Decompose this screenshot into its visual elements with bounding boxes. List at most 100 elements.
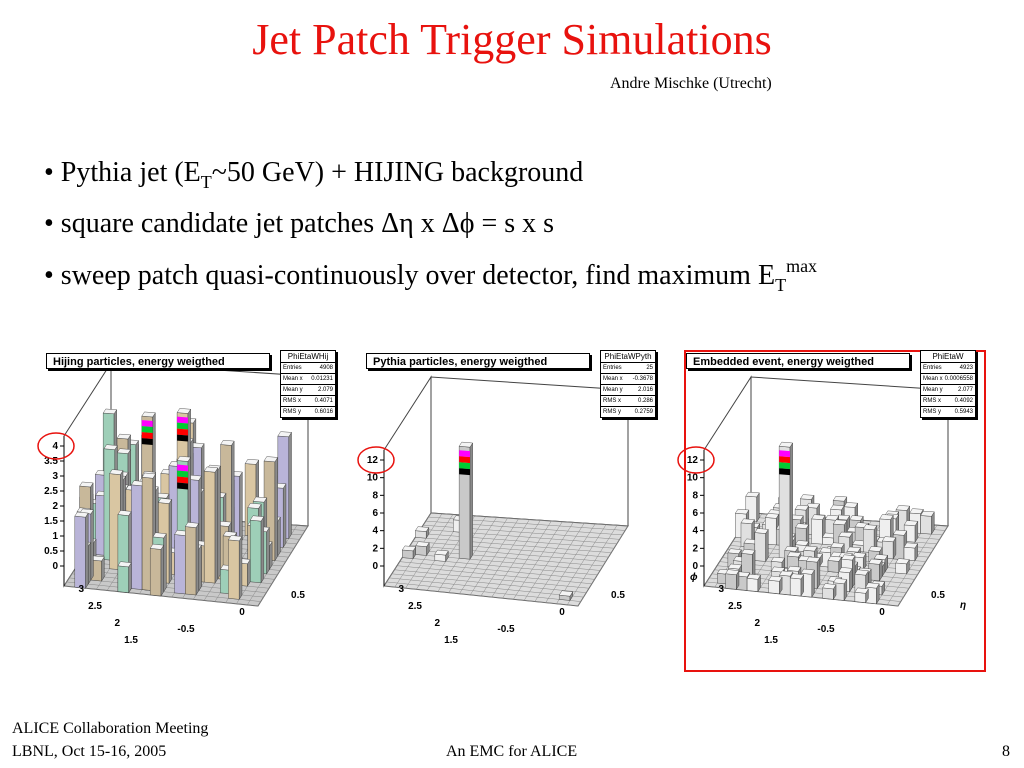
tower-top [895, 558, 910, 565]
tower-front [790, 577, 802, 597]
tower-top [141, 472, 156, 479]
tower-top [779, 570, 794, 577]
tower-side [198, 544, 202, 592]
x-tick-label: -0.5 [177, 624, 195, 635]
tower-top [892, 529, 908, 536]
tower-color-band [459, 462, 470, 470]
tower-top [909, 508, 924, 514]
z-tick-label: 0 [372, 561, 378, 572]
tower-top [838, 567, 853, 573]
tower-front [204, 470, 216, 584]
tower-side [266, 526, 270, 575]
tower-front [822, 587, 834, 600]
y-tick-label: 1.5 [444, 635, 458, 646]
superscript: max [786, 256, 818, 276]
tower-color-band [779, 462, 790, 470]
tower-top [765, 513, 780, 519]
slide-title: Jet Patch Trigger Simulations [252, 15, 772, 64]
x-tick-label: -0.5 [497, 624, 515, 635]
tower-front [895, 562, 907, 575]
highlight-circle [357, 446, 395, 474]
tower-top [109, 469, 124, 475]
floor-grid-line [257, 525, 309, 607]
z-tick-label: 1 [52, 531, 58, 542]
tower-top [794, 540, 810, 546]
z-tick-label: 10 [367, 473, 379, 484]
z-tick-label: 12 [687, 455, 699, 466]
tower-front [811, 518, 823, 545]
tower-top [746, 573, 761, 580]
stats-name: PhiEtaWPyth [601, 351, 655, 363]
bullet-text: ~50 GeV) + HIJING background [211, 157, 584, 188]
tower-side [214, 467, 218, 584]
tower-color-band [177, 464, 188, 472]
highlight-circle [37, 432, 75, 460]
y-tick-label: 2.5 [728, 601, 742, 612]
tower-top [846, 546, 861, 553]
tower-top [770, 566, 786, 573]
tower-side [201, 487, 205, 551]
tower-top [149, 543, 165, 550]
tower-color-band [779, 450, 790, 458]
tower-side [239, 471, 243, 545]
tower-top [745, 491, 760, 498]
z-tick-label: 4 [372, 526, 378, 537]
floor-grid-line [897, 525, 949, 607]
tower-top [740, 518, 755, 524]
tower-front [754, 532, 766, 562]
tower-side [163, 533, 167, 593]
tower-front [185, 526, 197, 596]
tower-top [117, 510, 132, 516]
tower-top [830, 542, 845, 549]
tower-top [176, 408, 191, 414]
x-tick-label: -0.5 [817, 624, 835, 635]
tower-color-band [177, 428, 188, 436]
tower-top [873, 554, 889, 560]
tower-top [184, 522, 200, 528]
tower-color-band [141, 438, 153, 445]
tower-side [160, 544, 164, 597]
tower-top [247, 502, 262, 509]
tower-top [854, 569, 869, 576]
floor-grid-line [567, 525, 618, 606]
tower-color-band [177, 434, 188, 442]
x-tick-label: 0 [559, 607, 565, 618]
tower-front [402, 549, 414, 559]
tower-side [168, 498, 172, 584]
tower-top [415, 541, 430, 547]
tower-top [203, 466, 219, 473]
tower-top [277, 431, 292, 438]
tower-color-band [459, 450, 470, 458]
tower-top [401, 545, 417, 552]
x-tick-label: 0.5 [291, 590, 305, 601]
tower-top [768, 575, 783, 582]
x-tick-label: 0.5 [611, 590, 625, 601]
tower-top [830, 504, 845, 511]
tower-top [895, 505, 911, 511]
tower-top [868, 558, 883, 565]
tower-side [85, 512, 89, 589]
tower-top [838, 531, 853, 538]
tower-side [756, 492, 760, 523]
tower-top [784, 545, 799, 552]
tower-color-band [141, 432, 153, 439]
tower-top [176, 456, 192, 462]
tower-color-band [459, 468, 470, 476]
tower-top [800, 494, 815, 500]
tower-color-band [177, 470, 188, 478]
plot-title: Hijing particles, energy weigthed [46, 353, 270, 369]
tower-side [469, 442, 473, 560]
bullet-text: • square candidate jet patches Δη x Δϕ =… [44, 208, 555, 239]
tower-top [141, 411, 156, 418]
tower-top [220, 440, 235, 446]
tower-color-band [177, 476, 188, 484]
y-tick-label: 2 [434, 618, 440, 629]
